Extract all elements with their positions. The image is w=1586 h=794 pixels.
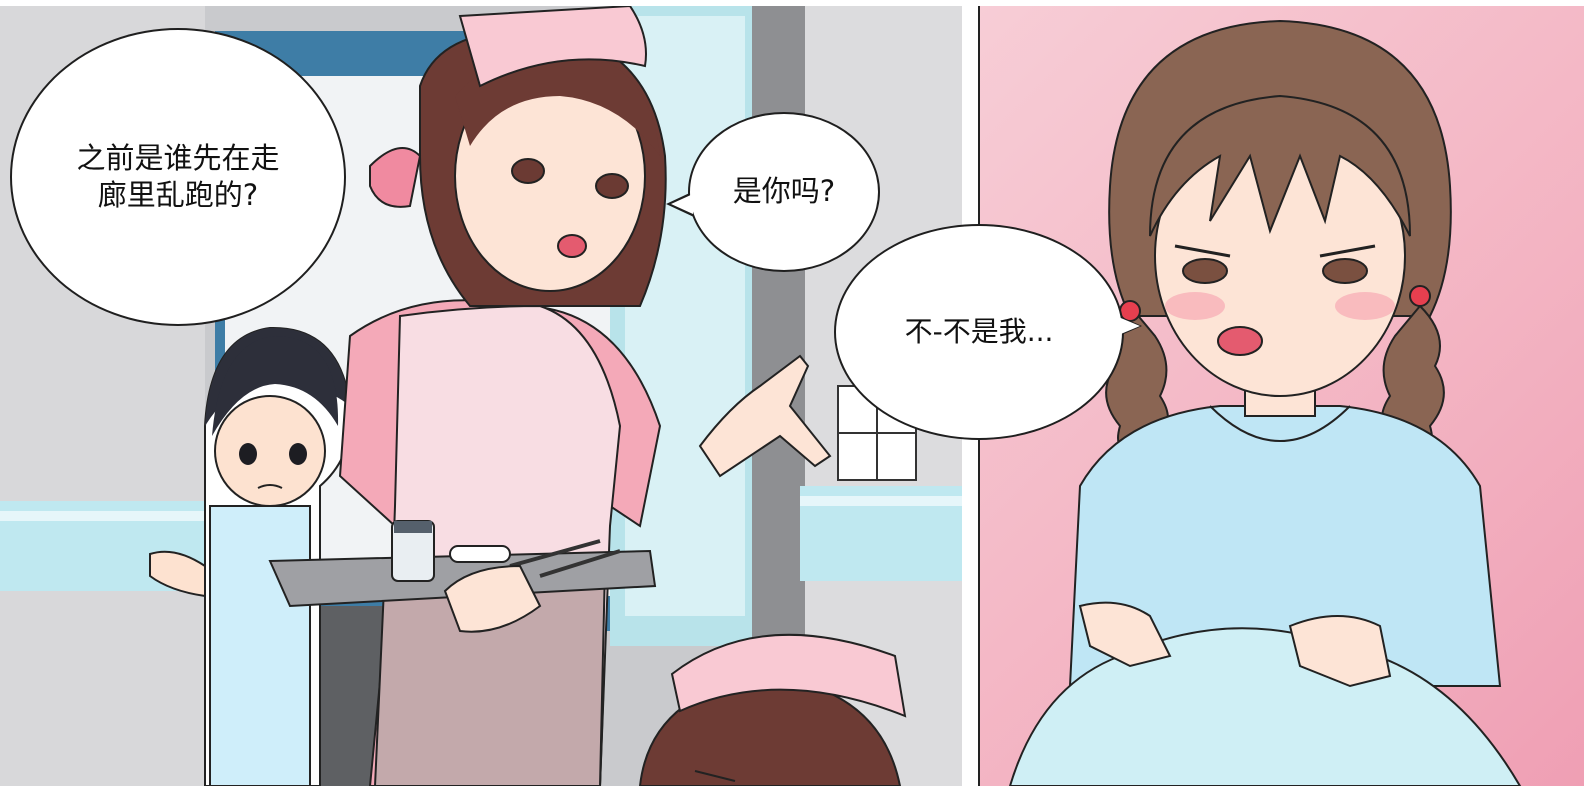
- speech-bubble-text: 不-不是我...: [904, 315, 1054, 349]
- speech-bubble-text: 是你吗?: [732, 174, 836, 209]
- speech-bubble-tail-fill: [1116, 316, 1140, 336]
- speech-bubble-is-it-you: 是你吗?: [688, 112, 880, 272]
- speech-bubble-tail-fill: [671, 194, 693, 214]
- speech-bubble-text: 之前是谁先在走 廊里乱跑的?: [76, 140, 279, 214]
- speech-line-1: 之前是谁先在走: [76, 140, 280, 175]
- speech-line-2: 廊里乱跑的?: [97, 178, 259, 212]
- patient-girl-illustration: [1008, 19, 1522, 786]
- speech-bubble-question-who-ran: 之前是谁先在走 廊里乱跑的?: [10, 28, 346, 326]
- speech-bubble-not-me: 不-不是我...: [834, 224, 1124, 440]
